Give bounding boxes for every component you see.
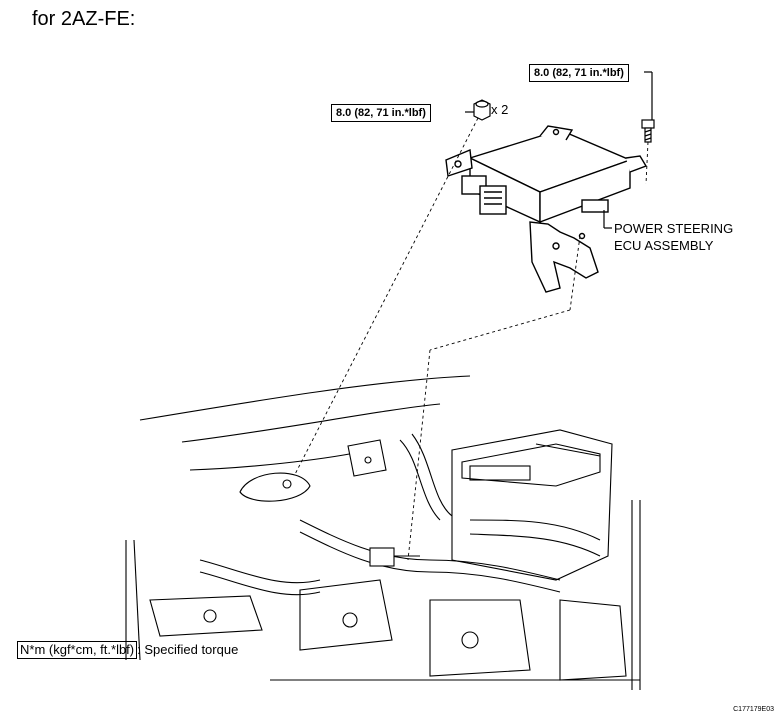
part-label-line-2: ECU ASSEMBLY — [614, 238, 714, 253]
bolt-icon — [641, 119, 655, 143]
engine-bay-drawing — [125, 375, 641, 690]
part-label-leader — [603, 210, 612, 229]
nut-quantity-label: x 2 — [491, 102, 509, 117]
nut-icon — [473, 99, 491, 121]
torque-spec-box-bolt: 8.0 (82, 71 in.*lbf) — [529, 64, 629, 82]
alignment-dashed-lines — [289, 117, 649, 561]
legend-description: : Specified torque — [137, 642, 239, 657]
torque-legend: N*m (kgf*cm, ft.*lbf): Specified torque — [17, 641, 238, 659]
torque-spec-box-nut: 8.0 (82, 71 in.*lbf) — [331, 104, 431, 122]
diagram-title: for 2AZ-FE: — [32, 8, 136, 30]
legend-unit-box: N*m (kgf*cm, ft.*lbf) — [17, 641, 138, 659]
ecu-assembly-body — [445, 125, 648, 293]
torque-leader-right — [644, 71, 653, 120]
part-label-line-1: POWER STEERING — [614, 221, 734, 236]
part-label-power-steering-ecu: POWER STEERING ECU ASSEMBLY — [614, 220, 733, 254]
figure-code: C177179E03 — [733, 706, 774, 713]
